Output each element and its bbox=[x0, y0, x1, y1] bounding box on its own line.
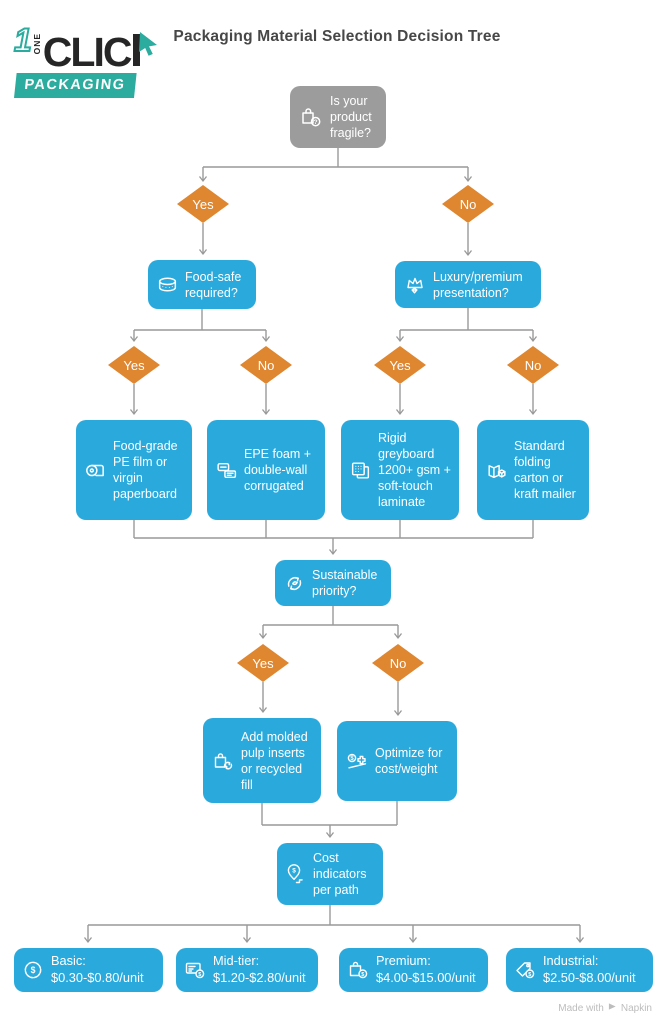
node-label: Luxury/premium presentation? bbox=[433, 269, 523, 300]
decision-label: Yes bbox=[389, 357, 411, 373]
svg-text:$: $ bbox=[361, 972, 364, 978]
node-label: Mid-tier: $1.20-$2.80/unit bbox=[213, 953, 311, 986]
node-leaf-premium: $ Premium: $4.00-$15.00/unit bbox=[339, 948, 488, 992]
node-label: Add molded pulp inserts or recycled fill bbox=[241, 729, 308, 792]
food-container-icon bbox=[156, 273, 179, 296]
decision-label: Yes bbox=[252, 655, 274, 671]
cursor-icon bbox=[138, 32, 160, 63]
leaf-range: $2.50-$8.00/unit bbox=[543, 970, 636, 985]
svg-text:?: ? bbox=[314, 119, 318, 126]
card-coin-icon: $ bbox=[183, 958, 207, 982]
node-leaf-mid-tier: $ Mid-tier: $1.20-$2.80/unit bbox=[176, 948, 318, 992]
node-label: Industrial: $2.50-$8.00/unit bbox=[543, 953, 646, 986]
node-label: Cost indicators per path bbox=[313, 851, 367, 897]
decision-label: No bbox=[257, 357, 275, 373]
price-pin-icon: $ bbox=[283, 862, 307, 886]
node-label: Is your product fragile? bbox=[330, 94, 372, 140]
leaf-range: $0.30-$0.80/unit bbox=[51, 970, 144, 985]
node-sustainable-question: Sustainable priority? bbox=[275, 560, 391, 606]
node-label: Food-safe required? bbox=[185, 269, 242, 300]
made-with-napkin: Made with Napkin bbox=[558, 1002, 652, 1014]
decision-label: Yes bbox=[192, 196, 214, 212]
folding-carton-icon bbox=[485, 459, 508, 482]
node-label: Food-grade PE film or virgin paperboard bbox=[113, 439, 178, 501]
leaf-tier: Premium: bbox=[376, 953, 431, 969]
tag-coin-icon: $ bbox=[513, 958, 537, 982]
pulp-recycle-icon bbox=[211, 749, 235, 773]
foam-box-icon bbox=[215, 459, 238, 482]
svg-text:$: $ bbox=[528, 972, 531, 978]
logo-one-digit: 1 bbox=[13, 22, 33, 58]
svg-text:$: $ bbox=[31, 965, 36, 975]
crown-icon bbox=[403, 273, 427, 297]
made-with-text: Made with bbox=[558, 1002, 604, 1014]
node-label: Sustainable priority? bbox=[312, 568, 378, 598]
node-label: Premium: $4.00-$15.00/unit bbox=[376, 953, 481, 986]
node-action-optimize-cost: $ Optimize for cost/weight bbox=[337, 721, 457, 801]
page-title: Packaging Material Selection Decision Tr… bbox=[173, 28, 501, 45]
node-label: Standard folding carton or kraft mailer bbox=[514, 439, 576, 501]
leaf-range: $1.20-$2.80/unit bbox=[213, 970, 306, 985]
leaf-tier: Basic: bbox=[51, 953, 86, 969]
napkin-logo-icon bbox=[608, 1002, 617, 1014]
logo-wordmark: 1 ONE CLIC bbox=[13, 12, 164, 76]
decision-label: No bbox=[389, 655, 407, 671]
node-label: Optimize for cost/weight bbox=[375, 746, 443, 776]
node-option-standard-carton: Standard folding carton or kraft mailer bbox=[477, 420, 589, 520]
napkin-brand-text: Napkin bbox=[620, 1002, 652, 1014]
logo-k-letter bbox=[130, 26, 160, 70]
node-food-safe-question: Food-safe required? bbox=[148, 260, 256, 309]
node-label: Basic: $0.30-$0.80/unit bbox=[51, 953, 156, 986]
node-leaf-industrial: $ Industrial: $2.50-$8.00/unit bbox=[506, 948, 653, 992]
node-root-question: ? Is your product fragile? bbox=[290, 86, 386, 148]
logo-k-bar bbox=[133, 34, 141, 66]
node-leaf-basic: $ Basic: $0.30-$0.80/unit bbox=[14, 948, 163, 992]
svg-text:$: $ bbox=[198, 972, 201, 978]
node-option-food-grade: Food-grade PE film or virgin paperboard bbox=[76, 420, 192, 520]
film-roll-icon bbox=[84, 459, 107, 482]
dollar-badge-icon: $ bbox=[21, 958, 45, 982]
logo-click-text: CLIC bbox=[42, 29, 133, 76]
node-label: EPE foam + double-wall corrugated bbox=[244, 447, 312, 493]
svg-text:$: $ bbox=[292, 868, 296, 875]
bag-coin-icon: $ bbox=[346, 958, 370, 982]
node-option-rigid-greyboard: Rigid greyboard 1200+ gsm + soft-touch l… bbox=[341, 420, 459, 520]
leaf-tier: Industrial: bbox=[543, 953, 599, 969]
recycle-icon bbox=[283, 572, 306, 595]
node-cost-indicators: $ Cost indicators per path bbox=[277, 843, 383, 905]
leaf-tier: Mid-tier: bbox=[213, 953, 260, 969]
node-action-molded-pulp: Add molded pulp inserts or recycled fill bbox=[203, 718, 321, 803]
cost-weight-icon: $ bbox=[345, 749, 369, 773]
oneclick-logo: 1 ONE CLIC PACKAGING bbox=[13, 12, 164, 98]
leaf-range: $4.00-$15.00/unit bbox=[376, 970, 476, 985]
svg-text:$: $ bbox=[350, 756, 354, 762]
decision-label: Yes bbox=[123, 357, 145, 373]
greyboard-icon bbox=[349, 459, 372, 482]
node-luxury-question: Luxury/premium presentation? bbox=[395, 261, 541, 308]
package-question-icon: ? bbox=[298, 104, 324, 130]
node-label: Rigid greyboard 1200+ gsm + soft-touch l… bbox=[378, 431, 451, 509]
node-option-epe-foam: EPE foam + double-wall corrugated bbox=[207, 420, 325, 520]
decision-label: No bbox=[459, 196, 477, 212]
decision-label: No bbox=[524, 357, 542, 373]
